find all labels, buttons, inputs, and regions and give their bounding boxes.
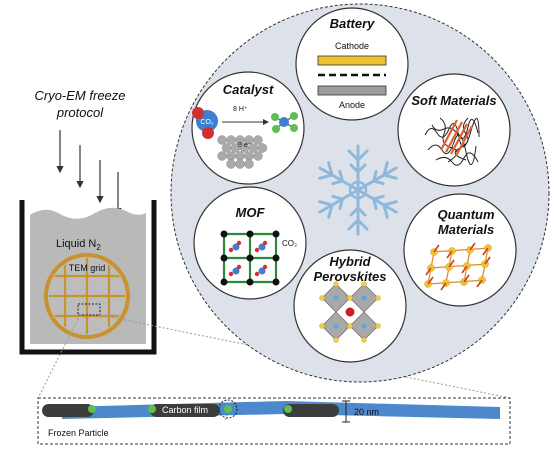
co2-molecule-icon: CO₂ xyxy=(192,107,218,139)
frozen-particle xyxy=(148,405,156,413)
catalyst-panel: Catalyst CO₂ 8 H⁺ 8 e⁻ xyxy=(191,71,305,185)
carbon-film-right xyxy=(283,404,339,417)
carbon-film-panel: Carbon film Frozen Particle 20 nm xyxy=(37,397,511,445)
tem-grid-label: TEM grid xyxy=(69,263,106,273)
catalyst-title: Catalyst xyxy=(223,82,274,97)
frozen-particle xyxy=(224,405,232,413)
liquid-label: Liquid N2 xyxy=(56,238,101,252)
carbon-film-left xyxy=(42,404,94,417)
crystalline-lamellae xyxy=(440,119,473,157)
mof-title: MOF xyxy=(236,205,266,220)
hybrid-title-line1: Hybrid xyxy=(329,254,371,269)
electron-label: 8 e⁻ xyxy=(238,142,252,149)
svg-text:Cryo-EM freeze: Cryo-EM freeze xyxy=(34,88,125,103)
carbon-film-label: Carbon film xyxy=(162,405,208,415)
svg-text:protocol: protocol xyxy=(56,105,104,120)
anode-label: Anode xyxy=(339,100,365,110)
svg-text:CO₂: CO₂ xyxy=(200,119,214,126)
cathode-layer xyxy=(317,55,387,66)
mof-co2-label: CO₂ xyxy=(282,239,297,248)
frozen-particle-label: Frozen Particle xyxy=(48,428,109,438)
container-walls xyxy=(19,200,157,355)
zoom-box xyxy=(77,303,101,316)
spin-arrows xyxy=(425,242,491,291)
quantum-title-line1: Quantum xyxy=(437,207,494,222)
down-arrows xyxy=(56,130,122,216)
hybrid-title-line2: Perovskites xyxy=(314,269,387,284)
metal-sites xyxy=(333,295,367,329)
quantum-materials-panel: Quantum Materials xyxy=(403,193,517,307)
panel-border xyxy=(37,397,511,445)
hybrid-perovskites-panel: Hybrid Perovskites xyxy=(293,249,407,363)
cathode-label: Cathode xyxy=(335,41,369,51)
protocol-title: Cryo-EM freeze protocol xyxy=(34,88,125,120)
soft-materials-panel: Soft Materials xyxy=(397,73,511,187)
mof-panel: MOF CO₂ xyxy=(193,186,307,300)
quantum-title-line2: Materials xyxy=(438,222,494,237)
highlight-circle xyxy=(218,399,238,419)
scale-label: 20 nm xyxy=(354,407,379,417)
battery-panel: Battery Cathode Anode xyxy=(295,7,409,121)
scale-bar xyxy=(342,400,350,423)
a-site-cation xyxy=(345,307,355,317)
product-molecule-icon xyxy=(271,112,298,133)
halide-sites xyxy=(319,281,381,343)
anode-layer xyxy=(317,85,387,96)
mof-nodes xyxy=(220,230,280,286)
tem-grid: TEM grid xyxy=(44,253,130,339)
snowflake-icon xyxy=(318,144,398,236)
soft-materials-title: Soft Materials xyxy=(411,93,496,108)
battery-title: Battery xyxy=(330,16,376,31)
frozen-particle xyxy=(284,405,292,413)
proton-label: 8 H⁺ xyxy=(233,106,248,113)
catalyst-surface xyxy=(217,135,268,169)
mof-guest-molecules xyxy=(228,240,268,277)
vitreous-ice xyxy=(62,401,500,419)
carbon-film-center xyxy=(150,404,220,417)
frozen-particle xyxy=(88,405,96,413)
